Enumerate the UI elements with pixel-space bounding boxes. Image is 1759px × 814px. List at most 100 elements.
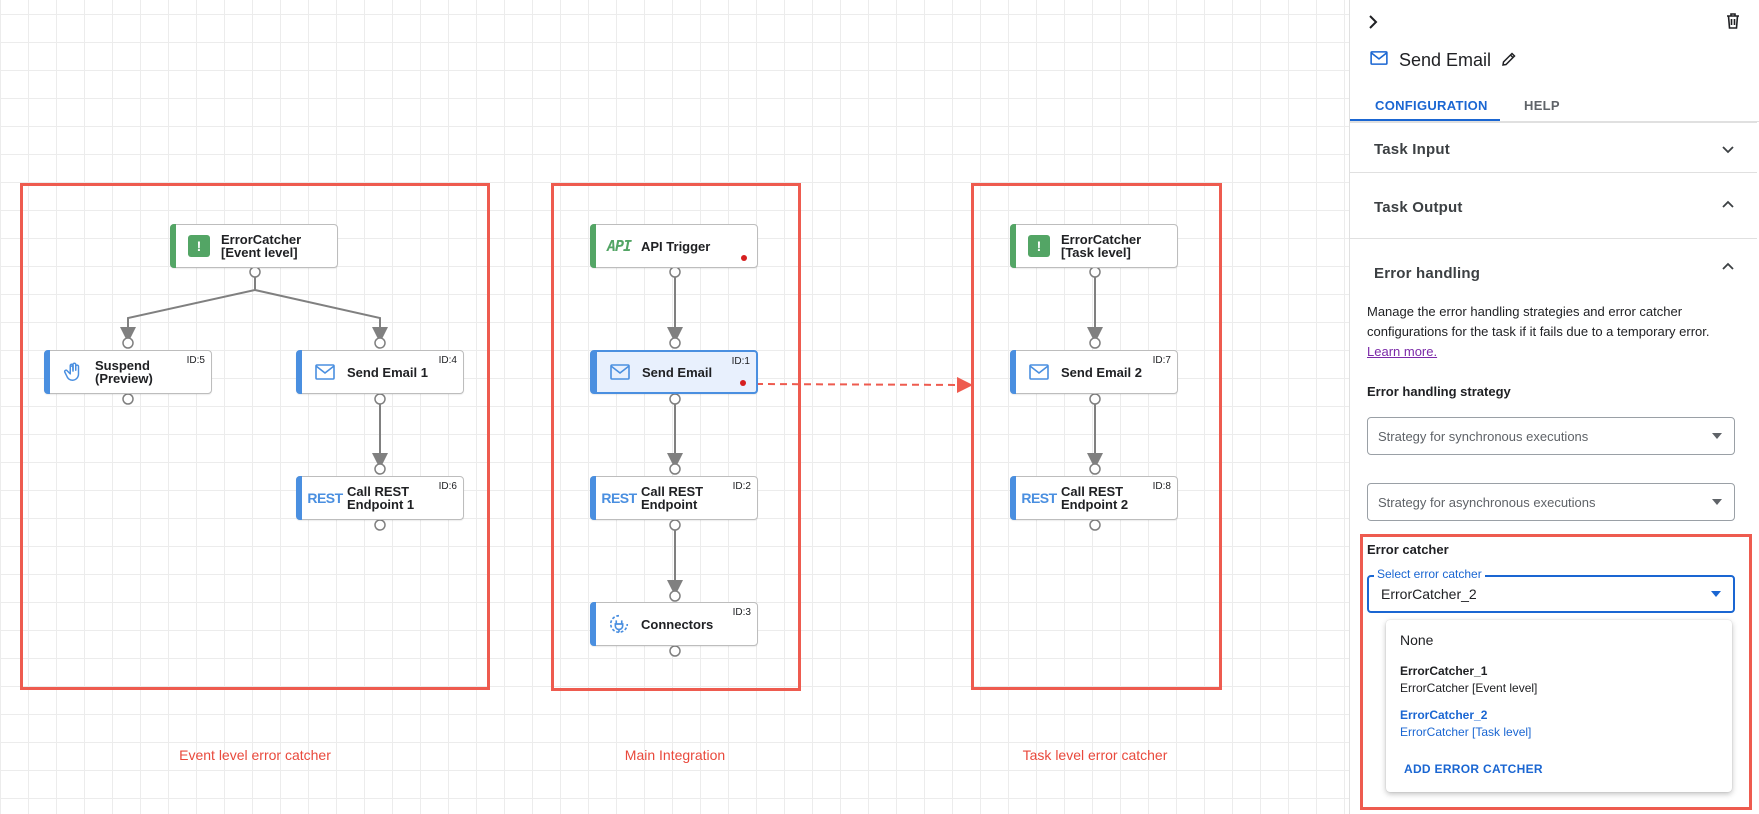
group-label-event: Event level error catcher — [179, 747, 331, 763]
node-title: Call REST — [347, 484, 410, 499]
hand-icon — [64, 362, 80, 381]
option-error-catcher-1[interactable]: ErrorCatcher_1 ErrorCatcher [Event level… — [1400, 664, 1537, 695]
node-suspend[interactable]: Suspend (Preview) ID:5 — [44, 350, 212, 394]
api-icon: API — [606, 237, 632, 255]
mail-icon — [1370, 51, 1388, 65]
chevron-up-icon[interactable] — [1721, 261, 1735, 271]
node-send-email[interactable]: Send Email ID:1 — [590, 350, 758, 394]
node-id: ID:2 — [732, 481, 751, 492]
node-title: Call REST — [1061, 484, 1124, 499]
chevron-up-icon[interactable] — [1721, 199, 1735, 209]
selected-value: ErrorCatcher_2 — [1381, 586, 1477, 602]
group-main-integration — [551, 183, 801, 691]
dropdown-caret-icon — [1711, 591, 1721, 597]
error-handling-description: Manage the error handling strategies and… — [1367, 302, 1747, 362]
mail-icon — [1029, 364, 1049, 380]
mail-icon — [610, 364, 630, 380]
edit-pencil-icon[interactable] — [1501, 51, 1517, 67]
option-description: ErrorCatcher [Event level] — [1400, 681, 1538, 695]
node-title: Connectors — [641, 616, 714, 632]
tab-active-indicator — [1350, 119, 1500, 121]
add-error-catcher-button[interactable]: ADD ERROR CATCHER — [1404, 762, 1543, 776]
connectors-icon — [609, 614, 629, 634]
collapse-panel-icon[interactable] — [1365, 14, 1381, 30]
learn-more-link[interactable]: Learn more. — [1367, 344, 1438, 359]
option-error-catcher-2[interactable]: ErrorCatcher_2 ErrorCatcher [Task level] — [1400, 708, 1531, 739]
group-task-level — [971, 183, 1222, 690]
tab-help[interactable]: HELP — [1524, 98, 1560, 113]
error-catcher-highlight — [1360, 534, 1752, 810]
section-title: Error handling — [1374, 265, 1481, 282]
node-call-rest-2[interactable]: REST Call REST Endpoint 2 ID:8 — [1010, 476, 1178, 520]
chevron-down-icon[interactable] — [1721, 145, 1735, 155]
node-send-email-2[interactable]: Send Email 2 ID:7 — [1010, 350, 1178, 394]
edge-error-link — [755, 376, 973, 393]
task-config-panel: Send Email CONFIGURATION HELP Task Input… — [1349, 0, 1759, 814]
node-id: ID:6 — [438, 481, 457, 492]
error-catcher-icon: ! — [188, 235, 210, 257]
error-catcher-dropdown: None ErrorCatcher_1 ErrorCatcher [Event … — [1386, 620, 1732, 792]
section-error-handling[interactable]: Error handling — [1350, 238, 1757, 298]
section-title: Task Input — [1374, 141, 1450, 158]
node-error-catcher-event[interactable]: ! ErrorCatcher [Event level] — [170, 224, 338, 268]
error-dot — [741, 255, 747, 261]
option-none[interactable]: None — [1400, 632, 1434, 648]
node-id: ID:8 — [1152, 481, 1171, 492]
option-name: ErrorCatcher_1 — [1400, 664, 1488, 678]
select-floating-label: Select error catcher — [1374, 567, 1485, 581]
node-title: API Trigger — [641, 238, 711, 254]
tab-divider — [1350, 121, 1759, 122]
section-title: Task Output — [1374, 199, 1463, 216]
node-id: ID:7 — [1152, 355, 1171, 366]
section-task-input[interactable]: Task Input — [1350, 122, 1757, 172]
node-api-trigger[interactable]: API API Trigger — [590, 224, 758, 268]
node-title: Call REST — [641, 484, 704, 499]
option-description: ErrorCatcher [Task level] — [1400, 725, 1532, 739]
node-title: Send Email 1 — [347, 364, 428, 380]
node-title-line2: Endpoint — [641, 497, 698, 512]
select-placeholder: Strategy for asynchronous executions — [1378, 494, 1596, 510]
strategy-label: Error handling strategy — [1367, 384, 1511, 399]
node-connectors[interactable]: Connectors ID:3 — [590, 602, 758, 646]
node-id: ID:5 — [186, 355, 205, 366]
node-title-line2: Endpoint 1 — [347, 497, 415, 512]
rest-icon: REST — [1021, 490, 1057, 506]
group-label-main: Main Integration — [624, 747, 726, 763]
mail-icon — [315, 364, 335, 380]
node-send-email-1[interactable]: Send Email 1 ID:4 — [296, 350, 464, 394]
delete-icon[interactable] — [1724, 12, 1742, 30]
rest-icon: REST — [307, 490, 343, 506]
error-catcher-icon: ! — [1028, 235, 1050, 257]
node-error-catcher-task[interactable]: ! ErrorCatcher [Task level] — [1010, 224, 1178, 268]
panel-title: Send Email — [1399, 50, 1492, 70]
edge-ec-event-branch — [120, 272, 256, 343]
group-event-level — [20, 183, 490, 690]
node-title-line2: [Event level] — [221, 245, 298, 260]
node-title: ErrorCatcher — [1061, 232, 1142, 247]
node-call-rest-1[interactable]: REST Call REST Endpoint 1 ID:6 — [296, 476, 464, 520]
integration-canvas[interactable]: Event level error catcher Main Integrati… — [0, 0, 1349, 814]
async-strategy-select[interactable]: Strategy for asynchronous executions — [1367, 483, 1735, 521]
node-title: Send Email 2 — [1061, 364, 1142, 380]
node-title-line2: Endpoint 2 — [1061, 497, 1129, 512]
node-title-line2: (Preview) — [95, 371, 153, 386]
tab-configuration[interactable]: CONFIGURATION — [1375, 98, 1488, 113]
error-catcher-label: Error catcher — [1367, 542, 1449, 557]
node-title: Suspend — [95, 358, 150, 373]
rest-icon: REST — [601, 490, 637, 506]
dropdown-caret-icon — [1712, 499, 1722, 505]
node-title: ErrorCatcher — [221, 232, 302, 247]
node-id: ID:1 — [731, 356, 750, 367]
group-label-task: Task level error catcher — [1022, 747, 1168, 763]
sync-strategy-select[interactable]: Strategy for synchronous executions — [1367, 417, 1735, 455]
description-text: Manage the error handling strategies and… — [1367, 304, 1710, 339]
dropdown-caret-icon — [1712, 433, 1722, 439]
node-call-rest[interactable]: REST Call REST Endpoint ID:2 — [590, 476, 758, 520]
node-title: Send Email — [642, 364, 713, 380]
edge-ec-event-branch-right — [254, 289, 388, 343]
node-id: ID:4 — [438, 355, 457, 366]
select-placeholder: Strategy for synchronous executions — [1378, 428, 1589, 444]
node-title-line2: [Task level] — [1061, 245, 1131, 260]
section-task-output[interactable]: Task Output — [1350, 172, 1757, 238]
error-catcher-select[interactable]: ErrorCatcher_2 — [1367, 575, 1735, 613]
